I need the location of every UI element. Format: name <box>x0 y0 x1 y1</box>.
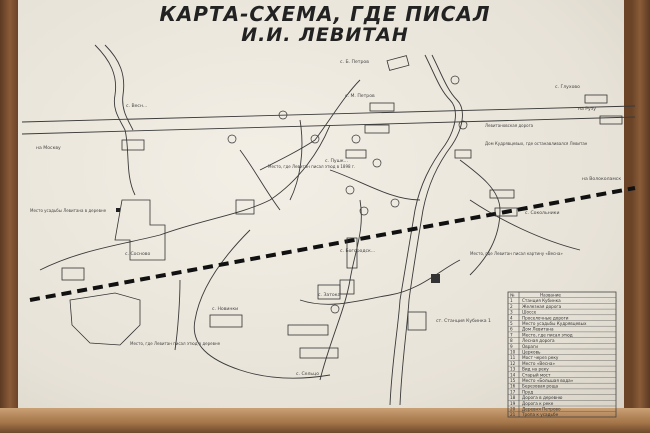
road-1 <box>39 124 331 271</box>
legend-row-number: 17 <box>510 389 516 394</box>
legend-row-number: 3 <box>510 310 513 315</box>
legend-row-number: 16 <box>510 384 516 389</box>
legend-row-number: 13 <box>510 367 516 372</box>
legend-row-text: Проселочные дороги <box>522 315 569 320</box>
legend-row-number: 20 <box>510 407 516 412</box>
legend-row-number: 10 <box>510 350 516 355</box>
place-label: с. М. Петров <box>345 93 375 99</box>
legend-row-number: 18 <box>510 395 516 400</box>
legend-header: Название <box>540 293 561 298</box>
place-label: с. Пушк... <box>325 158 348 164</box>
legend-row-number: 4 <box>510 315 513 320</box>
estate-left <box>114 199 166 261</box>
legend-row-number: 11 <box>510 355 516 360</box>
legend-row-text: Дом Левитана <box>522 327 554 332</box>
legend-row-text: Место, где писал этюд <box>522 332 573 337</box>
legend-row-number: 2 <box>510 304 513 309</box>
legend-row-text: Вид на реку <box>522 367 549 372</box>
legend-row-text: Место «Весна» <box>522 361 555 366</box>
place-label: с. Глухово <box>555 84 580 90</box>
legend-row-text: Дорога к реке <box>522 401 554 406</box>
building <box>299 347 339 359</box>
map-annotation: Дом Кудрявцевых, где останавливался Леви… <box>485 141 588 146</box>
legend-row-text: Старый мост <box>522 372 551 377</box>
legend-row-text: Шоссе <box>522 310 537 315</box>
legend-row-text: Пруд <box>522 389 533 394</box>
river-right <box>459 159 501 276</box>
road-label: на Рузу <box>578 106 596 112</box>
legend-row-text: Мост через реку <box>522 355 559 360</box>
building <box>599 115 623 125</box>
place-label: ст. Станция Кубинка 1 <box>436 318 491 324</box>
building <box>494 207 518 217</box>
river-center <box>389 54 456 406</box>
building <box>489 189 515 199</box>
wooden-rail <box>0 408 650 433</box>
building <box>287 324 329 336</box>
map-annotation: Левитановская дорога <box>485 123 534 128</box>
map-annotation: Место, где Левитан писал этюд в 1898 г. <box>268 164 355 169</box>
legend-row-text: Лесная дорога <box>522 338 555 343</box>
legend-row-number: 12 <box>510 361 516 366</box>
building <box>407 311 427 331</box>
legend-row-number: 5 <box>510 321 513 326</box>
legend-row-number: 19 <box>510 401 516 406</box>
legend-row-number: 15 <box>510 378 516 383</box>
legend-row-number: 8 <box>510 338 513 343</box>
legend-row-text: Станция Кубинка <box>522 298 561 303</box>
building <box>235 199 255 215</box>
legend-row-text: Церковь <box>522 350 541 355</box>
legend-row-text: Дорога в деревню <box>522 395 563 400</box>
legend-row-number: 7 <box>510 332 513 337</box>
place-label: с. Весн... <box>126 103 147 109</box>
legend-table: Название №1 Станция Кубинка 2 Железная дорог… <box>507 291 617 418</box>
map-annotation: Место, где Левитан писал картину «Весна» <box>470 251 563 256</box>
legend-row-text: Место «Большая вода» <box>522 378 574 383</box>
map-annotation: Место усадьбы Левитана в деревне <box>30 208 107 213</box>
building <box>454 149 472 159</box>
legend-row-text: Овраги <box>522 344 538 349</box>
place-label: с. Сосново <box>125 251 151 257</box>
road-label: на Волоколамск <box>582 176 621 182</box>
legend-row-text: Место усадьбы Кудрявцевых <box>522 321 587 326</box>
legend-row-text: Березовая роща <box>522 384 559 389</box>
map-annotation: Место, где Левитан писал этюд в деревне <box>130 341 221 346</box>
building <box>584 94 608 104</box>
map-subtitle: И.И. ЛЕВИТАН <box>241 24 409 46</box>
river-left <box>94 44 136 196</box>
legend-row-text: Железная дорога <box>522 304 562 309</box>
legend-row-number: 6 <box>510 327 513 332</box>
place-label: с. Сельцо <box>296 371 319 377</box>
legend-row-text: Тропа к усадьбе <box>521 412 559 417</box>
building <box>209 314 243 328</box>
estate-bottom <box>69 292 141 346</box>
building <box>339 279 355 295</box>
place-label: с. Затока <box>318 292 340 298</box>
building <box>386 55 410 71</box>
railway <box>29 186 636 302</box>
place-label: с. Богородск... <box>340 248 375 254</box>
map-title: КАРТА-СХЕМА, ГДЕ ПИСАЛ <box>159 2 491 26</box>
legend-row-text: Деревня Петрово <box>522 407 561 412</box>
legend-header-num: № <box>510 293 515 298</box>
building <box>364 124 390 134</box>
building <box>346 237 358 269</box>
legend-row-number: 21 <box>510 412 516 417</box>
highway <box>21 105 636 123</box>
building <box>369 102 395 112</box>
place-label: с. Новинки <box>212 306 238 312</box>
legend-row-number: 14 <box>510 372 516 377</box>
marker-square <box>116 208 120 212</box>
building <box>121 139 145 151</box>
place-label: с. Б. Петров <box>340 59 369 65</box>
legend-row-number: 1 <box>510 298 513 303</box>
legend-row-number: 9 <box>510 344 513 349</box>
levitan-house-marker <box>431 274 440 283</box>
road-label: на Москву <box>36 145 61 151</box>
building <box>345 149 367 159</box>
place-label: с. Сокольники <box>525 210 559 216</box>
building <box>61 267 85 281</box>
